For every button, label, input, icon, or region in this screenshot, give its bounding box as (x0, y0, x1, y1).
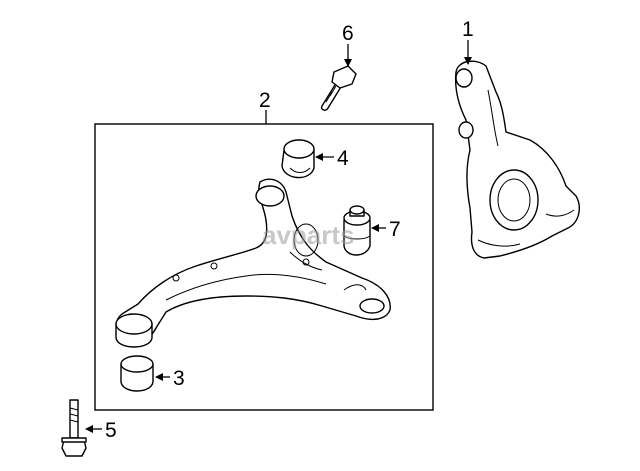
ball-joint-7[interactable] (343, 205, 371, 256)
callout-4: 4 (337, 147, 349, 170)
steering-knuckle[interactable] (454, 60, 580, 259)
callout-2: 2 (259, 89, 271, 112)
lower-control-arm[interactable] (115, 178, 391, 348)
assembly-frame (94, 123, 434, 411)
callout-6: 6 (342, 22, 354, 45)
bolt-5[interactable] (61, 399, 87, 457)
bushing-3[interactable] (120, 355, 154, 392)
bushing-4[interactable] (281, 139, 315, 179)
bolt-6[interactable] (320, 65, 357, 111)
callout-3: 3 (173, 367, 185, 390)
callout-1: 1 (462, 18, 474, 41)
watermark-text: avparts (262, 220, 355, 250)
callout-7: 7 (389, 218, 401, 241)
callout-5: 5 (105, 419, 117, 442)
